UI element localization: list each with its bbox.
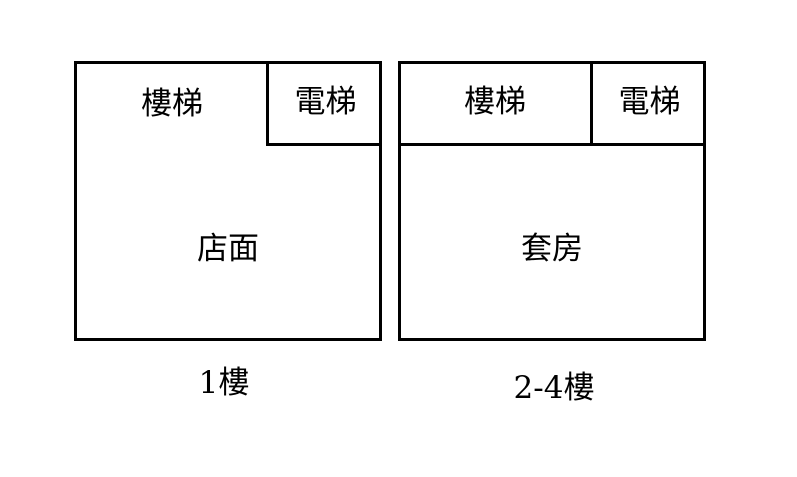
floor-2-4-caption: 2-4樓 xyxy=(513,370,595,406)
elevator-area: 電梯 xyxy=(590,61,706,146)
stairs-area: 樓梯 xyxy=(398,61,592,146)
floor-1-plan: 樓梯 電梯 店面 xyxy=(74,61,382,341)
storefront-area: 店面 xyxy=(197,230,259,267)
stairs-area: 樓梯 xyxy=(141,85,203,122)
floor-1-caption: 1樓 xyxy=(198,365,250,401)
suite-area: 套房 xyxy=(521,230,583,267)
floor-2-4-plan: 樓梯 電梯 套房 xyxy=(398,61,706,341)
elevator-area: 電梯 xyxy=(266,61,382,146)
